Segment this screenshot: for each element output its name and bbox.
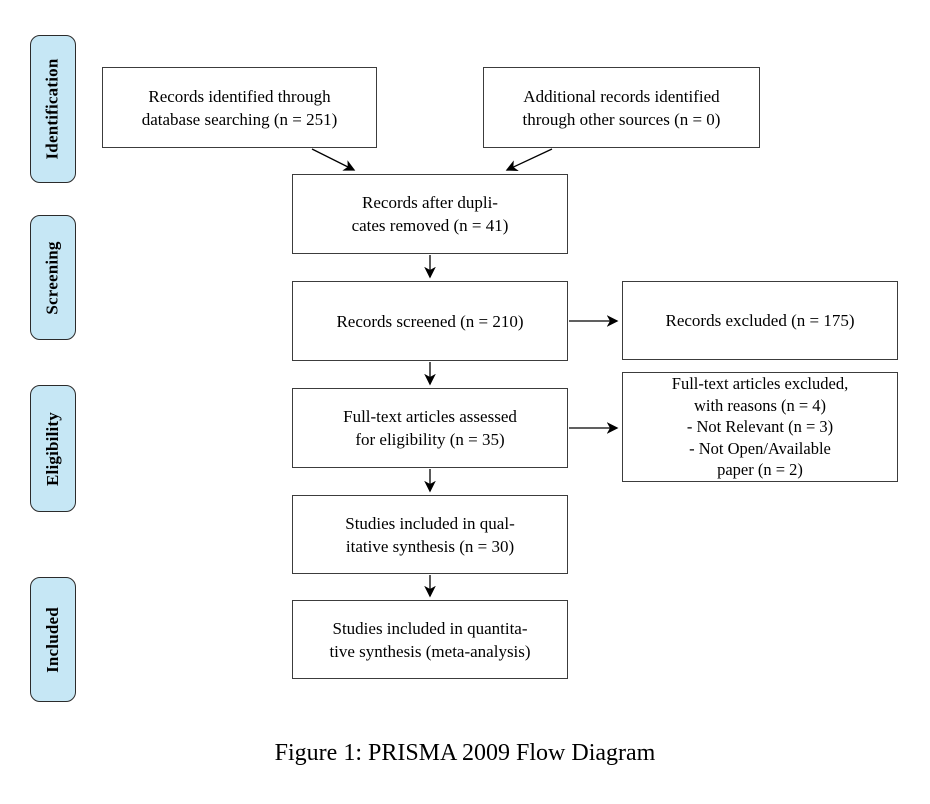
box-text-line: Additional records identified — [523, 86, 720, 106]
box-text-line: for eligibility (n = 35) — [355, 430, 505, 449]
stage-label-screening: Screening — [30, 215, 76, 340]
arrow-additional-to-duplicates — [505, 148, 553, 171]
box-records-screened-text: Records screened (n = 210) — [336, 310, 523, 333]
box-text-line: database searching (n = 251) — [141, 109, 338, 129]
box-text-line: Records identified through — [148, 86, 331, 106]
box-quantitative-synthesis-text: Studies included in quantita- tive synth… — [329, 617, 530, 663]
box-fulltext-assessed-text: Full-text articles assessed for eligibil… — [343, 405, 517, 451]
box-text-line: cates removed (n = 41) — [351, 216, 509, 235]
stage-label-included: Included — [30, 577, 76, 702]
box-text-line: Records screened (n = 210) — [336, 311, 524, 331]
box-text-line: Studies included in quantita- — [332, 618, 528, 638]
box-duplicates-removed: Records after dupli- cates removed (n = … — [292, 174, 568, 254]
box-text-line: with reasons (n = 4) — [693, 395, 827, 415]
box-fulltext-excluded: Full-text articles excluded, with reason… — [622, 372, 898, 482]
box-records-identified-text: Records identified through database sear… — [142, 85, 338, 131]
box-additional-records-text: Additional records identified through ot… — [523, 85, 721, 131]
box-duplicates-removed-text: Records after dupli- cates removed (n = … — [352, 191, 509, 237]
stage-label-eligibility: Eligibility — [30, 385, 76, 512]
box-text-line: paper (n = 2) — [717, 460, 803, 480]
box-fulltext-excluded-text: Full-text articles excluded, with reason… — [672, 373, 848, 481]
box-text-line: - Not Open/Available — [689, 438, 831, 458]
stage-label-included-text: Included — [43, 606, 63, 673]
box-text-line: Full-text articles assessed — [343, 407, 517, 426]
stage-label-eligibility-text: Eligibility — [43, 411, 62, 486]
box-text-line: Studies included in qual- — [345, 513, 515, 533]
arrow-identified-to-duplicates — [311, 148, 356, 171]
box-text-line: through other sources (n = 0) — [522, 109, 721, 129]
box-qualitative-synthesis: Studies included in qual- itative synthe… — [292, 495, 568, 574]
box-qualitative-synthesis-text: Studies included in qual- itative synthe… — [345, 512, 515, 558]
box-text-line: itative synthesis (n = 30) — [345, 536, 515, 556]
box-records-excluded-text: Records excluded (n = 175) — [666, 309, 855, 332]
box-records-excluded: Records excluded (n = 175) — [622, 281, 898, 360]
box-quantitative-synthesis: Studies included in quantita- tive synth… — [292, 600, 568, 679]
box-text-line: tive synthesis (meta-analysis) — [329, 641, 531, 661]
stage-label-identification: Identification — [30, 35, 76, 183]
box-text-line: Records excluded (n = 175) — [665, 311, 855, 330]
box-text-line: Full-text articles excluded, — [671, 374, 849, 394]
box-records-identified: Records identified through database sear… — [102, 67, 377, 148]
stage-label-screening-text: Screening — [43, 240, 63, 315]
box-text-line: - Not Relevant (n = 3) — [686, 417, 834, 437]
box-additional-records: Additional records identified through ot… — [483, 67, 760, 148]
box-fulltext-assessed: Full-text articles assessed for eligibil… — [292, 388, 568, 468]
figure-caption: Figure 1: PRISMA 2009 Flow Diagram — [274, 740, 656, 766]
stage-label-identification-text: Identification — [43, 58, 62, 160]
box-text-line: Records after dupli- — [362, 193, 498, 212]
box-records-screened: Records screened (n = 210) — [292, 281, 568, 361]
